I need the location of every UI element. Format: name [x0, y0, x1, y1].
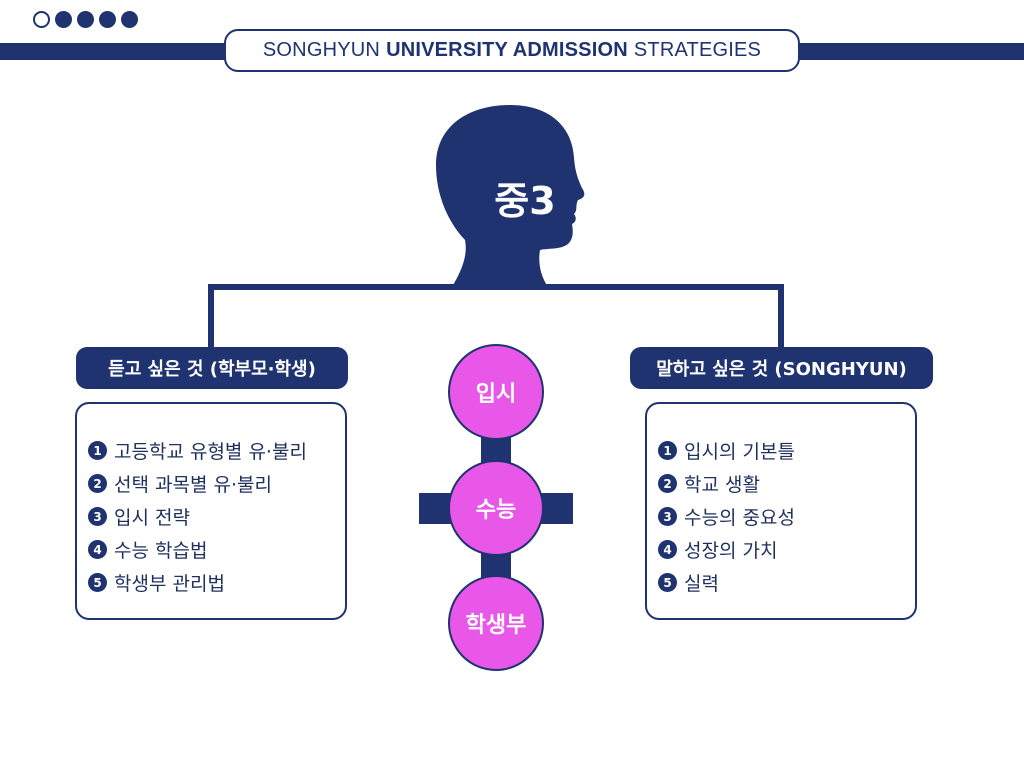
list-item: 4 수능 학습법: [88, 533, 345, 566]
list-item: 1 고등학교 유형별 유·불리: [88, 434, 345, 467]
right-heading: 말하고 싶은 것 (SONGHYUN): [630, 347, 933, 389]
number-badge: 2: [88, 474, 107, 493]
dot-filled: [55, 11, 72, 28]
item-text: 학생부 관리법: [114, 573, 225, 595]
number-badge: 3: [658, 507, 677, 526]
number-badge: 5: [88, 573, 107, 592]
head-silhouette-icon: [436, 105, 585, 287]
item-text: 실력: [684, 573, 719, 595]
item-text: 수능의 중요성: [684, 507, 795, 529]
dot-filled: [77, 11, 94, 28]
title-part2: UNIVERSITY ADMISSION: [386, 39, 628, 61]
number-badge: 3: [88, 507, 107, 526]
dot-filled: [121, 11, 138, 28]
list-item: 1 입시의 기본틀: [658, 434, 915, 467]
dot-filled: [99, 11, 116, 28]
item-text: 수능 학습법: [114, 540, 208, 562]
number-badge: 4: [88, 540, 107, 559]
circle-student-record: 학생부: [448, 575, 544, 671]
dot-hollow: [33, 11, 50, 28]
list-item: 3 입시 전략: [88, 500, 345, 533]
circle-admission: 입시: [448, 344, 544, 440]
item-text: 선택 과목별 유·불리: [114, 474, 272, 496]
left-list: 1 고등학교 유형별 유·불리 2 선택 과목별 유·불리 3 입시 전략 4 수능 학…: [75, 402, 347, 620]
item-text: 학교 생활: [684, 474, 760, 496]
number-badge: 5: [658, 573, 677, 592]
circle-suneung: 수능: [448, 460, 544, 556]
number-badge: 2: [658, 474, 677, 493]
item-text: 성장의 가치: [684, 540, 778, 562]
page-title: SONGHYUN UNIVERSITY ADMISSION STRATEGIES: [224, 29, 800, 72]
right-list: 1 입시의 기본틀 2 학교 생활 3 수능의 중요성 4 성장의 가치 5 실력: [645, 402, 917, 620]
list-item: 5 실력: [658, 566, 915, 599]
list-item: 3 수능의 중요성: [658, 500, 915, 533]
left-heading: 듣고 싶은 것 (학부모·학생): [76, 347, 348, 389]
list-item: 2 학교 생활: [658, 467, 915, 500]
head-label: 중3: [494, 179, 556, 223]
title-part3: STRATEGIES: [633, 39, 762, 61]
list-item: 4 성장의 가치: [658, 533, 915, 566]
item-text: 입시 전략: [114, 507, 190, 529]
number-badge: 1: [658, 441, 677, 460]
title-part1: SONGHYUN: [262, 39, 381, 61]
item-text: 고등학교 유형별 유·불리: [114, 441, 307, 463]
item-text: 입시의 기본틀: [684, 441, 795, 463]
number-badge: 4: [658, 540, 677, 559]
list-item: 2 선택 과목별 유·불리: [88, 467, 345, 500]
number-badge: 1: [88, 441, 107, 460]
list-item: 5 학생부 관리법: [88, 566, 345, 599]
progress-dots: [33, 11, 138, 28]
